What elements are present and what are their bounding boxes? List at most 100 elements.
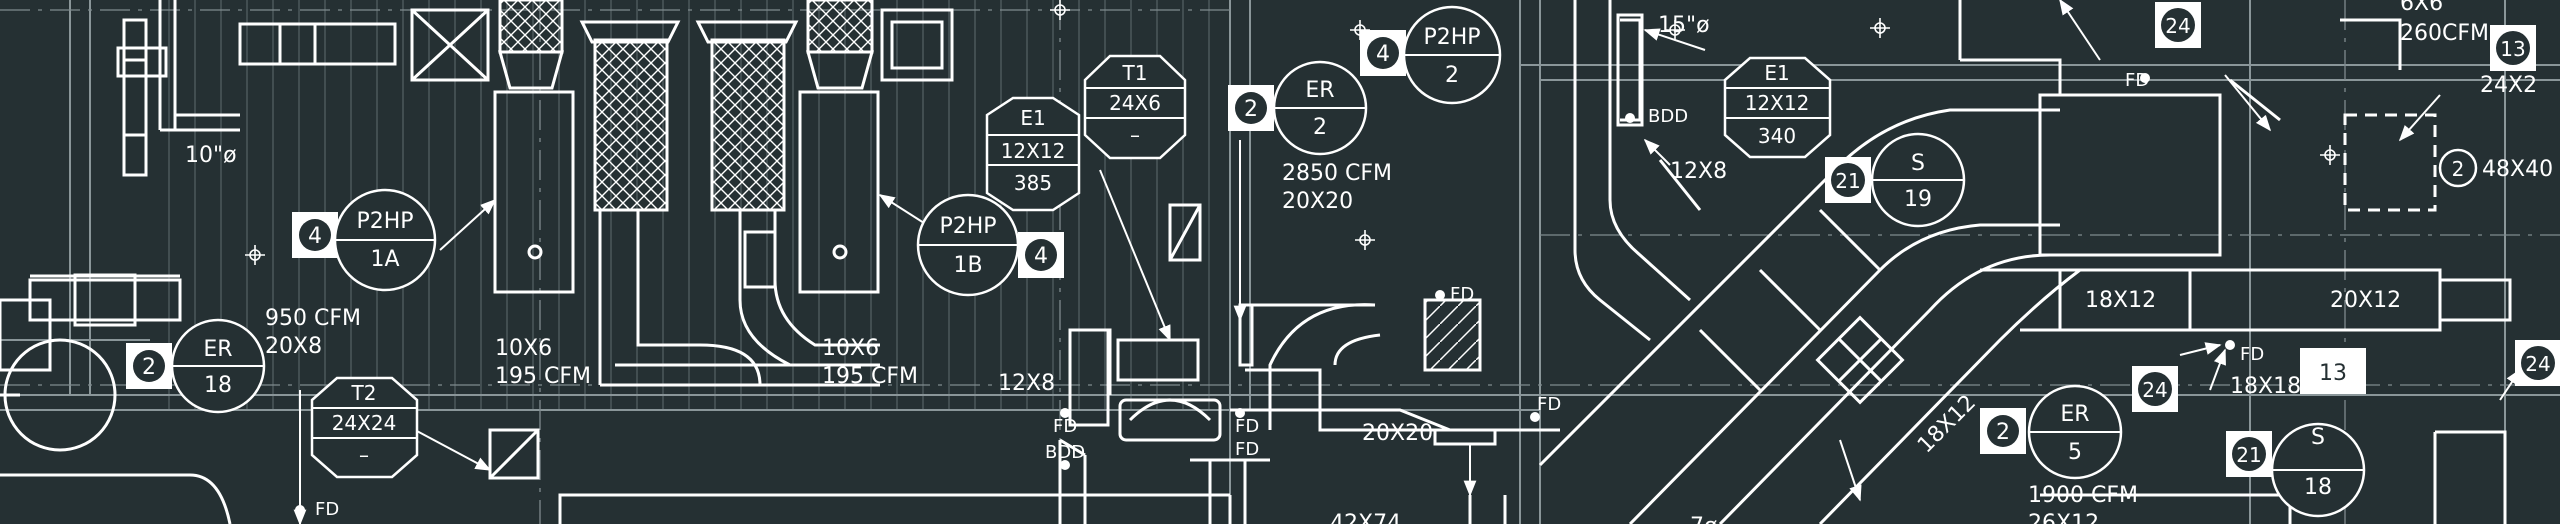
svg-text:24: 24 (2165, 14, 2190, 38)
leader-lines (293, 0, 2521, 524)
tag-label: P2HP (356, 209, 413, 234)
size-label: 10X6 (495, 336, 552, 361)
tag-e1-340: E1 12X12 340 (1723, 56, 1832, 159)
diagonal-main-duct (1538, 108, 2081, 524)
badge-24-top: 24 (2155, 2, 2201, 48)
tag-t2: T2 24X24 – (310, 376, 419, 479)
tag-er-18: 2 ER 18 (126, 318, 266, 414)
size-label: 6X6 (2400, 0, 2443, 16)
svg-text:13: 13 (2500, 37, 2525, 61)
size-label: 48X40 (2482, 157, 2553, 182)
tag-label: T1 (1122, 61, 1148, 85)
tag-sub: 18 (2304, 475, 2332, 500)
tag-p2hp-1b: P2HP 1B 4 (916, 193, 1064, 297)
tag-label: P2HP (1423, 25, 1480, 50)
badge-2-right: 2 (2438, 148, 2478, 188)
diameter-label: 15"ø (1658, 13, 1710, 38)
size-label: 10X6 (822, 336, 879, 361)
tag-number: 4 (308, 224, 322, 249)
cfm-label: 1900 CFM (2028, 483, 2138, 508)
right-equipment (1958, 0, 2512, 524)
svg-text:2: 2 (2452, 157, 2465, 181)
tag-p2hp-1a: 4 P2HP 1A (292, 188, 437, 292)
size-label: 20X20 (1362, 421, 1433, 446)
size-label: 24X2 (2480, 73, 2537, 98)
tag-number: 21 (2236, 443, 2261, 467)
cfm-label: 950 CFM (265, 306, 361, 331)
main-duct-bottom (0, 328, 1232, 524)
tag-size: 12X12 (1745, 91, 1810, 115)
tag-label: S (1911, 151, 1925, 176)
tag-size: 12X12 (1001, 139, 1066, 163)
cfm-label: 260CFM (2400, 21, 2489, 46)
tag-label: T2 (351, 381, 377, 405)
fd-label: FD (1450, 284, 1474, 305)
size-label: 26X12 (2028, 511, 2099, 524)
tag-sub: 1A (370, 247, 399, 272)
tag-sub: 18 (204, 373, 232, 398)
ductwork-left (0, 210, 880, 452)
fd-label: FD (2240, 344, 2264, 365)
tag-cfm: 385 (1014, 171, 1052, 195)
tag-s-18: 21 S 18 (2226, 422, 2366, 518)
diameter-label: 7ø (1690, 514, 1717, 524)
size-label: 20X8 (265, 334, 322, 359)
size-label: 18X18 (2230, 374, 2301, 399)
cfm-label: 195 CFM (495, 364, 591, 389)
cfm-label: 2850 CFM (1282, 161, 1392, 186)
tag-label: ER (1305, 78, 1334, 103)
svg-text:24: 24 (2525, 352, 2550, 376)
fd-label: FD (1235, 416, 1259, 437)
tag-number: 4 (1034, 244, 1048, 269)
size-label: 20X12 (2330, 288, 2401, 313)
tag-label: ER (2060, 402, 2089, 427)
fd-label: FD (2125, 70, 2149, 91)
fd-label: FD (1053, 416, 1077, 437)
tag-label: E1 (1020, 106, 1045, 130)
tag-label: E1 (1764, 61, 1789, 85)
badge-24-mid: 24 (2132, 366, 2178, 412)
size-label: 42X74 (1330, 511, 1401, 524)
diameter-label: 10"ø (185, 143, 237, 168)
tag-dash: – (1130, 123, 1140, 147)
tag-sub: 2 (1445, 63, 1459, 88)
fd-label: FD (1235, 439, 1259, 460)
ductwork-center (0, 298, 1560, 524)
tag-e1-385: E1 12X12 385 (985, 96, 1081, 212)
tag-sub: 5 (2068, 440, 2082, 465)
tag-er-5: 2 ER 5 (1980, 384, 2123, 480)
tag-label: S (2311, 425, 2325, 450)
exhaust-fan (116, 0, 397, 177)
size-label: 18X12 (2085, 288, 2156, 313)
air-handling-units (493, 86, 880, 294)
duct-annotations: 10"ø 15"ø 7ø 950 CFM 20X8 10X6 195 CFM 1… (185, 0, 2553, 524)
size-label: 20X20 (1282, 189, 1353, 214)
tag-sub: 1B (953, 253, 982, 278)
tag-dash: – (359, 443, 369, 467)
tag-er-2: 2 ER 2 (1228, 60, 1368, 156)
tag-number: 2 (1996, 420, 2010, 445)
equipment-louvers (410, 0, 954, 212)
tag-sub: 19 (1904, 187, 1932, 212)
svg-text:24: 24 (2142, 378, 2167, 402)
badge-13-top: 13 (2490, 25, 2536, 71)
bdd-label: BDD (1045, 442, 1085, 463)
tag-size: 24X24 (332, 411, 397, 435)
tag-number: 2 (142, 355, 156, 380)
damper-symbols (488, 203, 1254, 480)
badge-24-edge: 24 (2515, 340, 2560, 386)
cfm-label: 195 CFM (822, 364, 918, 389)
size-label: 12X8 (998, 371, 1055, 396)
fd-dots (295, 73, 2235, 515)
tag-label: P2HP (939, 214, 996, 239)
tag-number: 4 (1376, 42, 1390, 67)
tag-number: 21 (1835, 169, 1860, 193)
tag-sub: 2 (1313, 115, 1327, 140)
tag-number: 2 (1244, 97, 1258, 122)
tag-t1: T1 24X6 – (1083, 54, 1187, 160)
fd-label: FD (315, 499, 339, 520)
